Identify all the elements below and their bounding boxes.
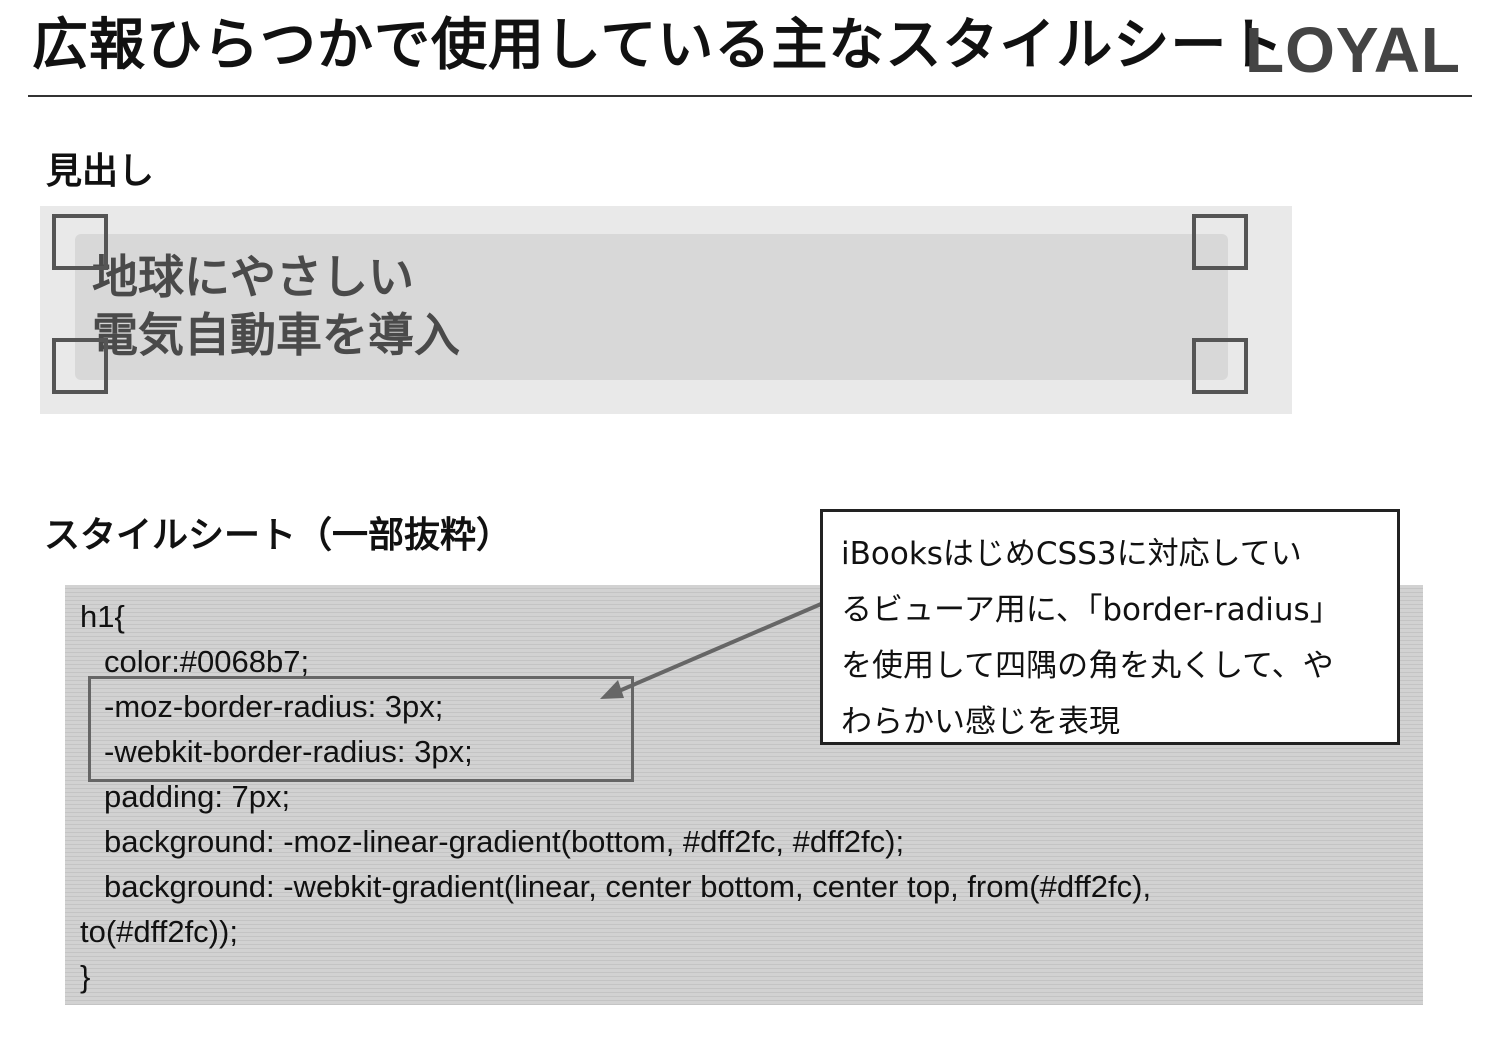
code-line: to(#dff2fc)); — [80, 914, 238, 949]
callout-box: iBooksはじめCSS3に対応してい るビューア用に、「border-radi… — [820, 509, 1400, 745]
corner-marker-top-left — [52, 214, 108, 270]
brand-logo: LOYAL — [1245, 14, 1461, 86]
code-line: h1{ — [80, 599, 125, 634]
code-line: } — [80, 959, 91, 994]
callout-arrow-line — [611, 599, 829, 696]
callout-line: iBooksはじめCSS3に対応してい — [841, 536, 1302, 572]
heading-sample-text: 地球にやさしい 電気自動車を導入 — [92, 248, 460, 364]
code-line: background: -webkit-gradient(linear, cen… — [104, 869, 1152, 904]
stylesheet-section-label: スタイルシート（一部抜粋） — [44, 515, 513, 556]
corner-marker-bottom-right — [1192, 338, 1248, 394]
heading-sample-line-1: 地球にやさしい — [92, 250, 414, 304]
code-line: -moz-border-radius: 3px; — [104, 689, 444, 724]
callout-line: るビューア用に、「border-radius」 — [841, 592, 1341, 628]
page-title: 広報ひらつかで使用している主なスタイルシート — [32, 13, 1285, 78]
callout-line: わらかい感じを表現 — [841, 704, 1120, 740]
border-radius-highlight-box — [88, 676, 634, 782]
code-line: -webkit-border-radius: 3px; — [104, 734, 473, 769]
callout-arrow-head — [600, 680, 624, 699]
code-line: background: -moz-linear-gradient(bottom,… — [104, 824, 905, 859]
title-divider — [28, 95, 1472, 97]
corner-marker-bottom-left — [52, 338, 108, 394]
callout-line: を使用して四隅の角を丸くして、や — [841, 648, 1334, 684]
heading-section-label: 見出し — [46, 151, 155, 192]
corner-marker-top-right — [1192, 214, 1248, 270]
code-line: padding: 7px; — [104, 779, 291, 814]
code-line: color:#0068b7; — [104, 644, 310, 679]
heading-sample-inner — [75, 234, 1228, 380]
heading-sample-line-2: 電気自動車を導入 — [92, 308, 460, 362]
